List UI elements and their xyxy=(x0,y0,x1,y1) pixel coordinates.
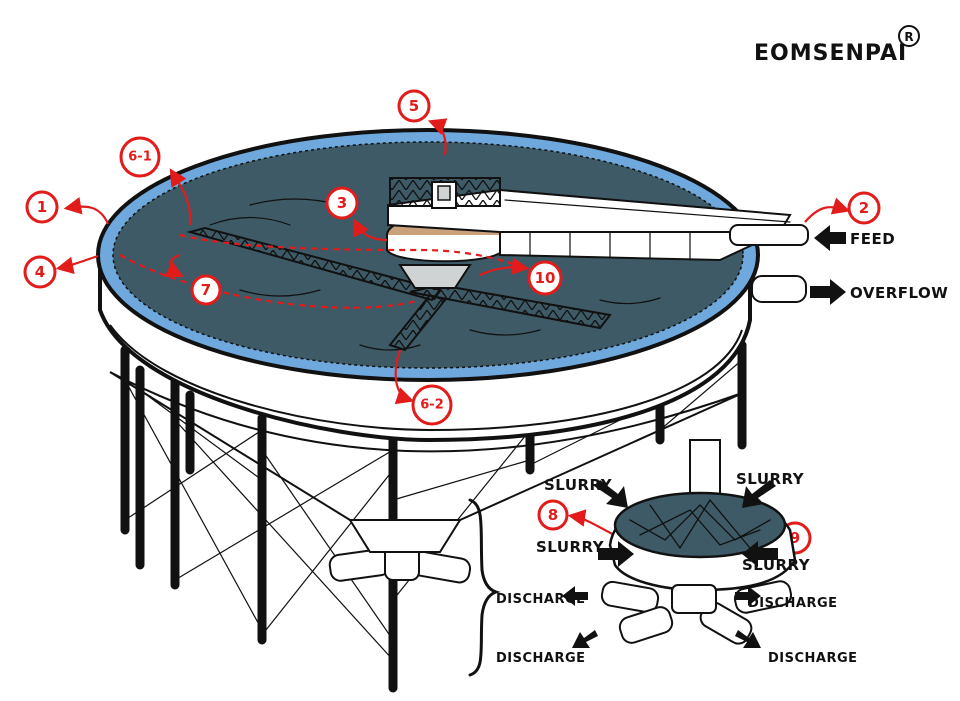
marker-4: 4 xyxy=(23,255,57,289)
marker-8: 8 xyxy=(537,499,569,531)
slurry-label-bottom-right: SLURRY xyxy=(742,556,811,574)
svg-text:5: 5 xyxy=(409,97,419,115)
brace xyxy=(468,498,501,677)
discharge-label-bottom-right: DISCHARGE xyxy=(768,651,858,666)
svg-text:R: R xyxy=(904,30,913,44)
marker-5: 5 xyxy=(397,89,431,123)
discharge-label-right: DISCHARGE xyxy=(748,596,838,611)
svg-text:7: 7 xyxy=(201,281,211,299)
rake-arms xyxy=(186,226,612,352)
slurry-label-bottom-left: SLURRY xyxy=(536,538,605,556)
svg-text:2: 2 xyxy=(859,199,869,217)
svg-text:6-2: 6-2 xyxy=(420,398,444,413)
svg-text:10: 10 xyxy=(535,269,556,287)
discharge-arrows xyxy=(562,586,761,648)
svg-text:1: 1 xyxy=(37,198,47,216)
svg-text:8: 8 xyxy=(548,506,558,524)
svg-text:9: 9 xyxy=(790,529,800,547)
slurry-label-top-right: SLURRY xyxy=(736,470,805,488)
registered-mark: R xyxy=(898,25,920,47)
marker-1: 1 xyxy=(25,190,59,224)
svg-text:6-1: 6-1 xyxy=(128,150,152,165)
feed-arrow xyxy=(814,225,846,251)
slurry-label-top-left: SLURRY xyxy=(544,476,613,494)
marker-2: 2 xyxy=(847,191,881,225)
overflow-pipe xyxy=(751,275,807,303)
marker-3: 3 xyxy=(325,186,359,220)
svg-text:4: 4 xyxy=(35,263,45,281)
brand-name: EOMSENPAI xyxy=(754,41,907,66)
marker-7: 7 xyxy=(190,274,222,306)
svg-text:3: 3 xyxy=(337,194,347,212)
overflow-label: OVERFLOW xyxy=(850,284,948,302)
overflow-arrow xyxy=(810,279,846,305)
bridge-walkway xyxy=(387,177,809,262)
detail-inset xyxy=(600,439,797,645)
discharge-label-left: DISCHARGE xyxy=(496,592,586,607)
marker-6-2: 6-2 xyxy=(411,384,453,426)
feed-label: FEED xyxy=(850,230,895,248)
slurry-arrows xyxy=(594,480,778,567)
marker-10: 10 xyxy=(527,260,563,296)
marker-6-1: 6-1 xyxy=(119,136,161,178)
discharge-label-bottom-left: DISCHARGE xyxy=(496,651,586,666)
dashed-feed-path xyxy=(119,233,541,309)
